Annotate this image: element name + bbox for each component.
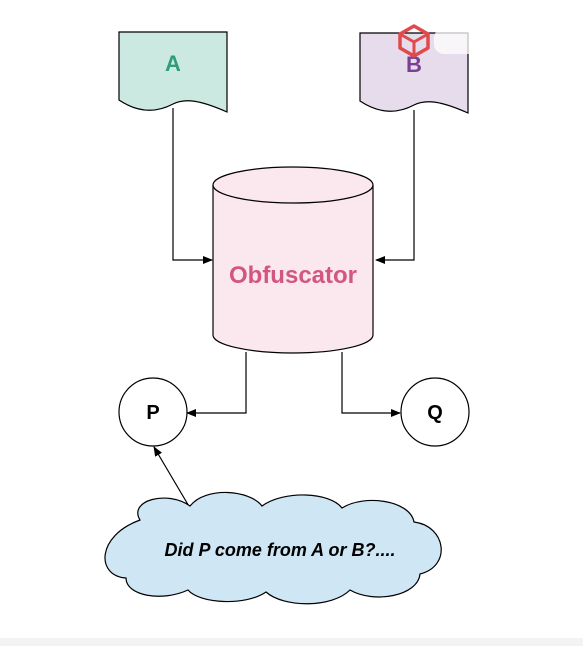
node-p-circle	[118, 377, 188, 447]
bottom-strip	[0, 638, 583, 646]
document-a: A	[118, 31, 228, 113]
document-a-shape	[118, 31, 228, 113]
node-p-label: P	[146, 402, 159, 424]
watermark	[398, 24, 564, 58]
edges	[153, 108, 415, 509]
obfuscator-cylinder: Obfuscator	[212, 166, 374, 354]
obfuscator-top	[212, 166, 374, 204]
node-q-label: Q	[427, 402, 443, 424]
obfuscator-body	[212, 185, 374, 354]
document-b-label: B	[406, 52, 422, 77]
watermark-glyph-smear	[434, 28, 564, 54]
edge-b-to-obfuscator	[375, 110, 415, 264]
edge-a-to-obfuscator	[172, 108, 213, 264]
node-p: P	[118, 377, 188, 447]
edge-obfuscator-to-p	[186, 352, 247, 417]
document-a-label: A	[165, 51, 181, 76]
edge-obfuscator-to-q	[341, 352, 401, 417]
question-cloud: Did P come from A or B?....	[104, 491, 442, 605]
box-logo-icon	[398, 24, 430, 58]
obfuscator-label: Obfuscator	[229, 262, 357, 289]
node-q-circle	[400, 377, 470, 447]
question-cloud-label: Did P come from A or B?....	[164, 540, 395, 560]
edge-question-to-p	[153, 446, 191, 509]
node-q: Q	[400, 377, 470, 447]
question-cloud-shape	[104, 491, 442, 605]
